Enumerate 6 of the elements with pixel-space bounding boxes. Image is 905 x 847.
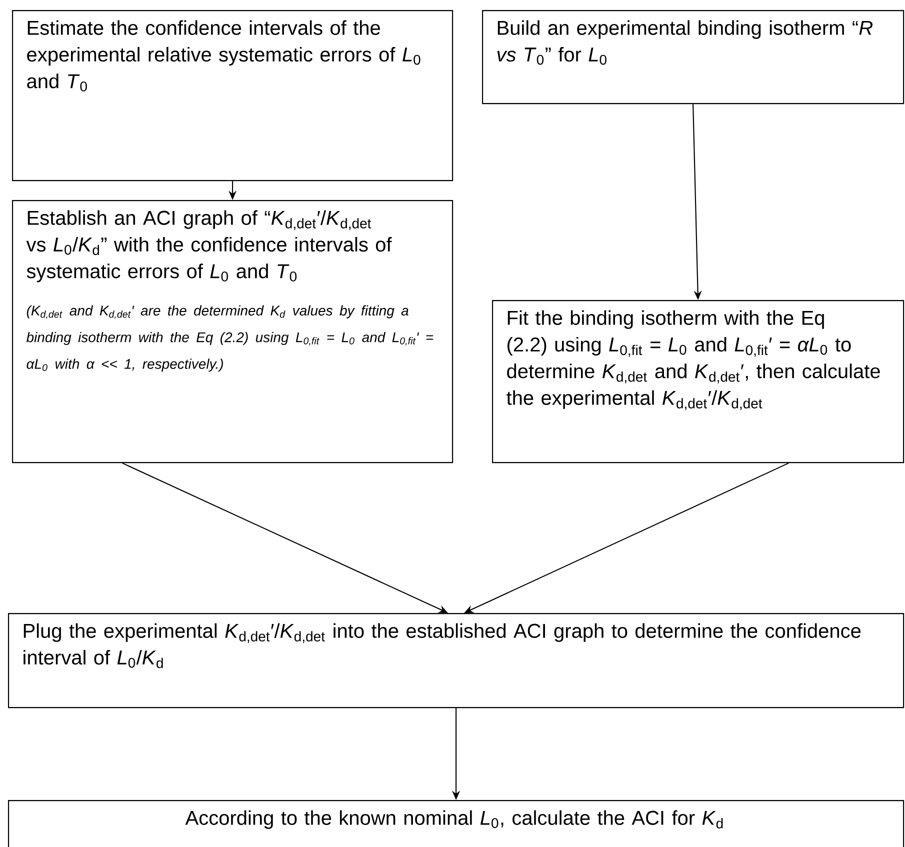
process-box: Fit the binding isotherm with the Eq (2.2) using L$_{0,fit}$ = L$_{0}$ and L$_{0,fit}$′ = αL$_{0}$ to determine K$_{d,det}$ and K$_{d,det}$′, then calculate the experimental K$_{d,det}$′/K$_{d,det}$ bbox=[492, 300, 904, 464]
process-box: Build an experimental binding isotherm “R vs T$_{0}$” for L$_{0}$ bbox=[482, 10, 904, 104]
process-box: Establish an ACI graph of “K$_{d,det}$′/K$_{d,det}$ vs L$_{0}$/K$_{d}$” with the confidence intervals of systematic errors of L$_{0}$ and T$_{0}$ (K$_{d,det}$ and K$_{d,det}$′ are the determined K$_{d}$ values by fitting a binding isotherm with the Eq (2.2) using L$_{0,fit}$ = L$_{0}$ and L$_{0,fit}$′ = αL$_{0}$ with α << 1, respectively.) bbox=[12, 200, 454, 464]
process-box: Plug the experimental K$_{d,det}$′/K$_{d,det}$ into the established ACI graph to determine the confidence interval of L$_{0}$/K$_{d}$ bbox=[8, 613, 904, 708]
process-box: According to the known nominal L$_{0}$, calculate the ACI for K$_{d}$ bbox=[8, 800, 904, 847]
process-box: Estimate the confidence intervals of the experimental relative systematic errors of L$_{0}$ and T$_{0}$ bbox=[12, 10, 454, 182]
